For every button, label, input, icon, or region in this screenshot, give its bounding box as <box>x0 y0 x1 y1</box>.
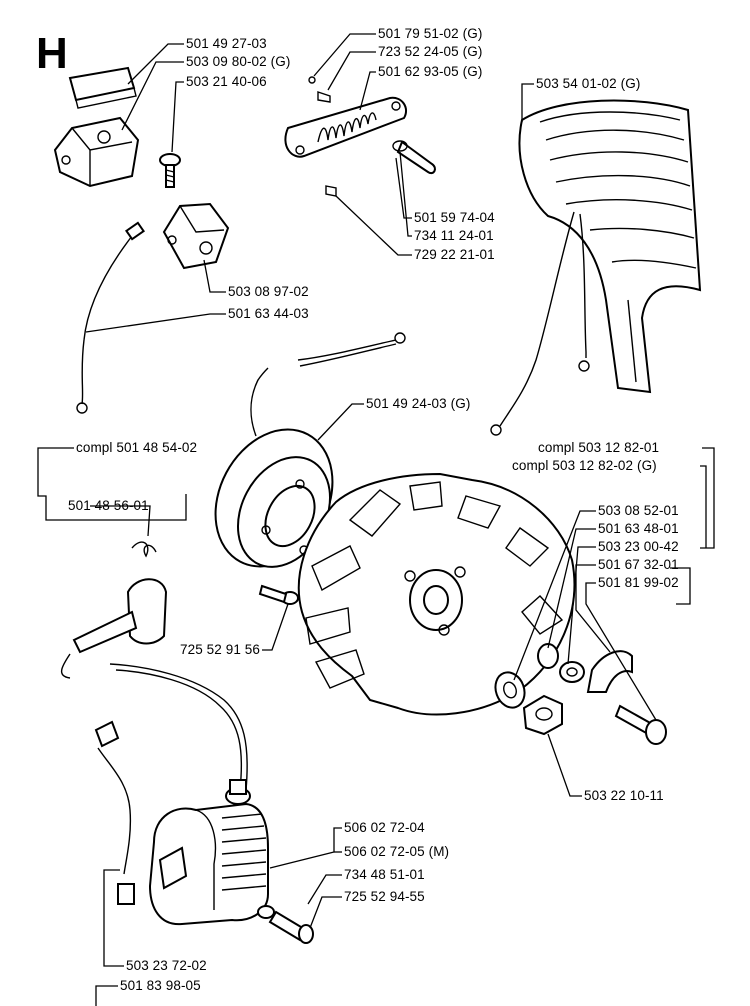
section-letter: H <box>36 29 68 78</box>
spring-washer-part <box>537 643 585 683</box>
part-label: 725 52 94-55 <box>344 889 425 904</box>
part-label: 501 63 44-03 <box>228 306 309 321</box>
part-label: 503 54 01-02 (G) <box>536 76 641 91</box>
breaker-screw-part <box>159 153 181 188</box>
breaker-cover-part <box>68 66 137 109</box>
part-label: 501 49 27-03 <box>186 36 267 51</box>
ignition-cable-part <box>109 663 248 791</box>
part-label: 501 81 99-02 <box>598 575 679 590</box>
coil-lead-part <box>94 720 135 905</box>
part-label: 506 02 72-04 <box>344 820 425 835</box>
ignition-coil-part <box>148 779 269 926</box>
spark-plug-cap-part <box>61 541 168 679</box>
part-label: 501 49 24-03 (G) <box>366 396 471 411</box>
part-label: 501 63 48-01 <box>598 521 679 536</box>
ground-wire-part <box>297 332 406 367</box>
guard-wire-part <box>490 211 590 436</box>
part-label: 503 21 40-06 <box>186 74 267 89</box>
stator-screw-part <box>258 584 299 605</box>
magneto-stator-part <box>214 367 334 568</box>
part-label: 503 23 00-42 <box>598 539 679 554</box>
part-label: 506 02 72-05 (M) <box>344 844 450 859</box>
part-label: 501 62 93-05 (G) <box>378 64 483 79</box>
part-label: 725 52 91 56 <box>180 642 261 657</box>
part-label: 501 83 98-05 <box>120 978 201 993</box>
flywheel-guard-part <box>518 99 702 394</box>
part-label: 501 48 56-01 <box>68 498 149 513</box>
part-label: 501 59 74-04 <box>414 210 495 225</box>
breaker-housing-part <box>53 116 140 188</box>
part-label: compl 503 12 82-02 (G) <box>512 458 657 473</box>
cover-plate-part <box>284 96 408 158</box>
flywheel-part <box>297 472 576 716</box>
pawl-screw-part <box>614 704 667 745</box>
part-label: compl 503 12 82-01 <box>538 440 660 455</box>
part-label: 501 79 51-02 (G) <box>378 26 483 41</box>
part-label: 501 67 32-01 <box>598 557 679 572</box>
part-label: compl 501 48 54-02 <box>76 440 198 455</box>
part-label: 723 52 24-05 (G) <box>378 44 483 59</box>
contact-set-part <box>162 202 230 270</box>
leader-lines <box>37 33 715 1006</box>
part-label: 729 22 21-01 <box>414 247 495 262</box>
coil-screw-part <box>257 905 314 944</box>
pivot-pin-part <box>392 140 436 174</box>
part-label: 503 08 97-02 <box>228 284 309 299</box>
flywheel-nut-part <box>522 694 563 736</box>
part-label: 734 11 24-01 <box>414 228 494 243</box>
part-label: 503 23 72-02 <box>126 958 207 973</box>
part-label: 503 08 52-01 <box>598 503 679 518</box>
part-label: 734 48 51-01 <box>344 867 425 882</box>
part-label: 503 09 80-02 (G) <box>186 54 291 69</box>
starter-pawl-part <box>586 650 633 693</box>
washer-part <box>494 671 526 709</box>
part-label: 503 22 10-11 <box>584 788 664 803</box>
ignition-wire-left-part <box>76 221 145 414</box>
